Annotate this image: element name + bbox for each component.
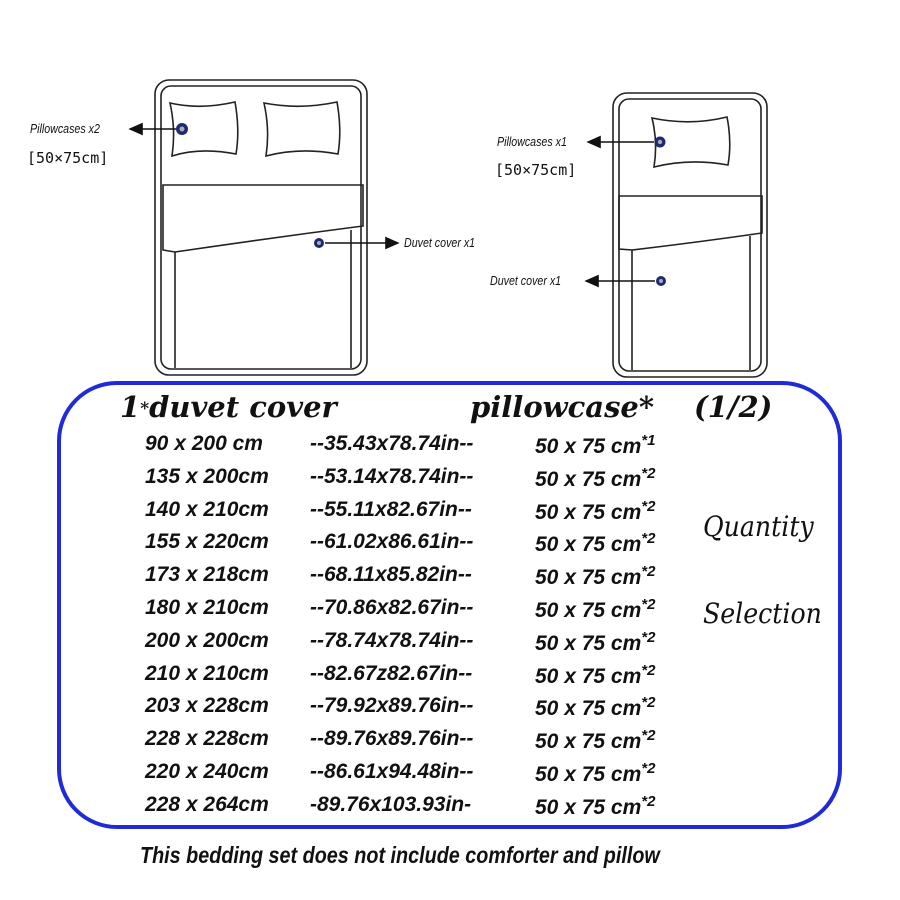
pillowcase-size-value: 50 x 75 cm <box>535 697 642 721</box>
pillowcase-count: *1 <box>641 432 656 449</box>
pillowcase-count: *2 <box>641 497 656 515</box>
pillowcase-count: *2 <box>641 792 656 810</box>
pillowcase-count: *2 <box>641 661 656 679</box>
pillowcase-size: 50 x 75 cm*2 <box>535 760 655 787</box>
footer-note: This bedding set does not include comfor… <box>140 842 660 868</box>
pillowcase-size-value: 50 x 75 cm <box>535 467 642 491</box>
pillowcase-size-value: 50 x 75 cm <box>535 598 642 622</box>
duvet-size-cm: 220 x 240cm <box>145 759 269 783</box>
double-bed-markers <box>128 122 400 250</box>
duvet-size-inch: --61.02x86.61in-- <box>310 530 474 554</box>
pillowcase-quantity-header: (1/2) <box>694 390 773 424</box>
pillowcase-size-value: 50 x 75 cm <box>535 730 642 754</box>
duvet-size-inch: --86.61x94.48in-- <box>310 759 474 783</box>
selection-label: Selection <box>703 597 822 630</box>
duvet-size-inch: --79.92x89.76in-- <box>310 694 474 718</box>
pillowcase-size-value: 50 x 75 cm <box>535 664 642 688</box>
pillowcase-size: 50 x 75 cm*2 <box>535 596 655 623</box>
duvet-size-inch: --55.11x82.67in-- <box>310 497 472 521</box>
duvet-size-cm: 200 x 200cm <box>145 628 269 652</box>
double-pillow-label: Pillowcases x2 <box>30 121 100 136</box>
pillowcase-size: 50 x 75 cm*2 <box>535 629 655 656</box>
pillowcase-size-value: 50 x 75 cm <box>535 500 642 524</box>
pillowcase-count: *2 <box>641 759 656 777</box>
single-pillow-label: Pillowcases x1 <box>497 134 567 149</box>
duvet-size-cm: 203 x 228cm <box>145 694 269 718</box>
pillowcase-header: pillowcase* <box>470 390 655 424</box>
duvet-size-inch: -89.76x103.93in- <box>310 792 472 816</box>
duvet-size-cm: 180 x 210cm <box>145 595 269 619</box>
pillowcase-count: *2 <box>641 628 656 646</box>
pillowcase-size-value: 50 x 75 cm <box>535 631 642 655</box>
duvet-size-cm: 140 x 210cm <box>145 497 269 521</box>
single-pillow-size: [50×75cm] <box>495 161 577 179</box>
pillowcase-size: 50 x 75 cm*2 <box>535 465 655 492</box>
single-bed-markers <box>584 135 666 288</box>
duvet-header-count: 1 <box>120 390 141 424</box>
duvet-size-inch: --53.14x78.74in-- <box>310 464 474 488</box>
quantity-label: Quantity <box>703 510 814 543</box>
duvet-size-cm: 90 x 200 cm <box>145 432 263 455</box>
duvet-size-inch: --35.43x78.74in-- <box>310 432 474 455</box>
pillowcase-count: *2 <box>641 595 656 613</box>
duvet-header-text: duvet cover <box>149 390 337 424</box>
duvet-size-inch: --68.11x85.82in-- <box>310 563 472 587</box>
double-pillow-size: [50×75cm] <box>27 149 109 167</box>
pillowcase-size: 50 x 75 cm*2 <box>535 563 655 590</box>
pillowcase-size: 50 x 75 cm*1 <box>535 432 655 459</box>
pillowcase-size-value: 50 x 75 cm <box>535 795 642 819</box>
pillowcase-size: 50 x 75 cm*2 <box>535 694 655 721</box>
pillowcase-size-value: 50 x 75 cm <box>535 435 642 458</box>
size-table-panel <box>57 381 842 829</box>
double-duvet-label: Duvet cover x1 <box>404 235 476 250</box>
duvet-header: 1*duvet cover <box>120 390 337 424</box>
single-duvet-label: Duvet cover x1 <box>490 273 562 288</box>
duvet-size-cm: 135 x 200cm <box>145 464 269 488</box>
pillowcase-count: *2 <box>641 464 656 482</box>
single-bed-drawing <box>612 92 768 378</box>
duvet-size-cm: 228 x 228cm <box>145 727 269 751</box>
double-bed-drawing <box>154 79 368 376</box>
duvet-size-cm: 210 x 210cm <box>145 661 269 685</box>
pillowcase-size-value: 50 x 75 cm <box>535 566 642 590</box>
pillowcase-size-value: 50 x 75 cm <box>535 762 642 786</box>
pillowcase-count: *2 <box>641 694 656 712</box>
bed-diagrams <box>128 79 768 378</box>
pillowcase-size: 50 x 75 cm*2 <box>535 498 655 525</box>
pillowcase-count: *2 <box>641 727 656 745</box>
pillowcase-size: 50 x 75 cm*2 <box>535 727 655 754</box>
pillowcase-count: *2 <box>641 530 656 548</box>
pillowcase-size: 50 x 75 cm*2 <box>535 662 655 689</box>
duvet-header-star: * <box>140 399 150 419</box>
duvet-size-inch: --78.74x78.74in-- <box>310 628 474 652</box>
duvet-size-inch: --89.76x89.76in-- <box>310 727 474 751</box>
duvet-size-inch: --70.86x82.67in-- <box>310 595 474 619</box>
duvet-size-cm: 228 x 264cm <box>145 792 269 816</box>
pillowcase-size: 50 x 75 cm*2 <box>535 793 655 820</box>
pillowcase-count: *2 <box>641 563 656 581</box>
duvet-size-cm: 173 x 218cm <box>145 563 269 587</box>
duvet-size-cm: 155 x 220cm <box>145 530 269 554</box>
pillowcase-size: 50 x 75 cm*2 <box>535 530 655 557</box>
duvet-size-inch: --82.67z82.67in-- <box>310 661 473 685</box>
pillowcase-size-value: 50 x 75 cm <box>535 533 642 557</box>
